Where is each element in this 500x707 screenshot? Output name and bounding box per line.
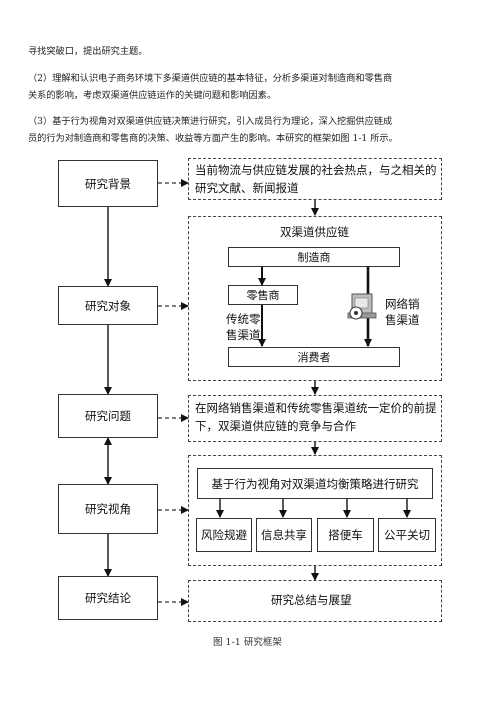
supply-chain-box [188,216,442,381]
paragraph-3-line-1: （3）基于行为视角对双渠道供应链决策进行研究，引入成员行为理论，深入挖掘供应链成 [28,116,393,127]
box-research-background: 研究背景 [58,160,158,207]
perspective-box [188,455,442,566]
online-store-icon [347,293,377,320]
box-research-problem: 研究问题 [58,394,158,438]
paragraph-2-line-1: （2）理解和认识电子商务环境下多渠道供应链的基本特征，分析多渠道对制造商和零售商 [28,73,393,84]
online-channel-line-2: 售渠道 [385,313,420,327]
background-description-box [188,158,442,200]
box-research-object: 研究对象 [58,286,158,325]
box-research-perspective: 研究视角 [58,484,158,534]
retailer-box: 零售商 [228,285,298,305]
paragraph-3-line-2: 员的行为对制造商和零售商的决策、收益等方面产生的影响。本研究的框架如图 1-1 … [28,133,398,144]
conclusion-description-box [188,580,442,622]
background-desc-line-2: 研究文献、新闻报道 [195,181,299,195]
paragraph-1: 寻找突破口，提出研究主题。 [28,46,148,57]
consumer-box: 消费者 [228,347,400,367]
traditional-channel-line-1: 传统零 [226,312,261,326]
perspective-item-free-riding: 搭便车 [317,518,374,552]
problem-desc-line-2: 下，双渠道供应链的竞争与合作 [195,419,356,433]
online-channel-line-1: 网络销 [385,297,420,311]
problem-desc-line-1: 在网络销售渠道和传统零售渠道统一定价的前提 [195,401,437,415]
supply-chain-title: 双渠道供应链 [280,225,349,239]
traditional-channel-line-2: 售渠道 [226,328,261,342]
perspective-item-information-sharing: 信息共享 [256,518,312,552]
background-desc-line-1: 当前物流与供应链发展的社会热点，与之相关的 [195,163,437,177]
conclusion-desc: 研究总结与展望 [271,593,352,607]
figure-caption: 图 1-1 研究框架 [213,637,282,648]
perspective-main-box: 基于行为视角对双渠道均衡策略进行研究 [197,468,433,499]
box-research-conclusion: 研究结论 [58,576,158,620]
manufacturer-box: 制造商 [228,247,400,267]
perspective-item-fairness-concern: 公平关切 [378,518,436,552]
paragraph-2-line-2: 关系的影响，考虑双渠道供应链运作的关键问题和影响因素。 [28,90,277,101]
problem-description-box [188,395,442,442]
perspective-item-risk-aversion: 风险规避 [196,518,252,552]
